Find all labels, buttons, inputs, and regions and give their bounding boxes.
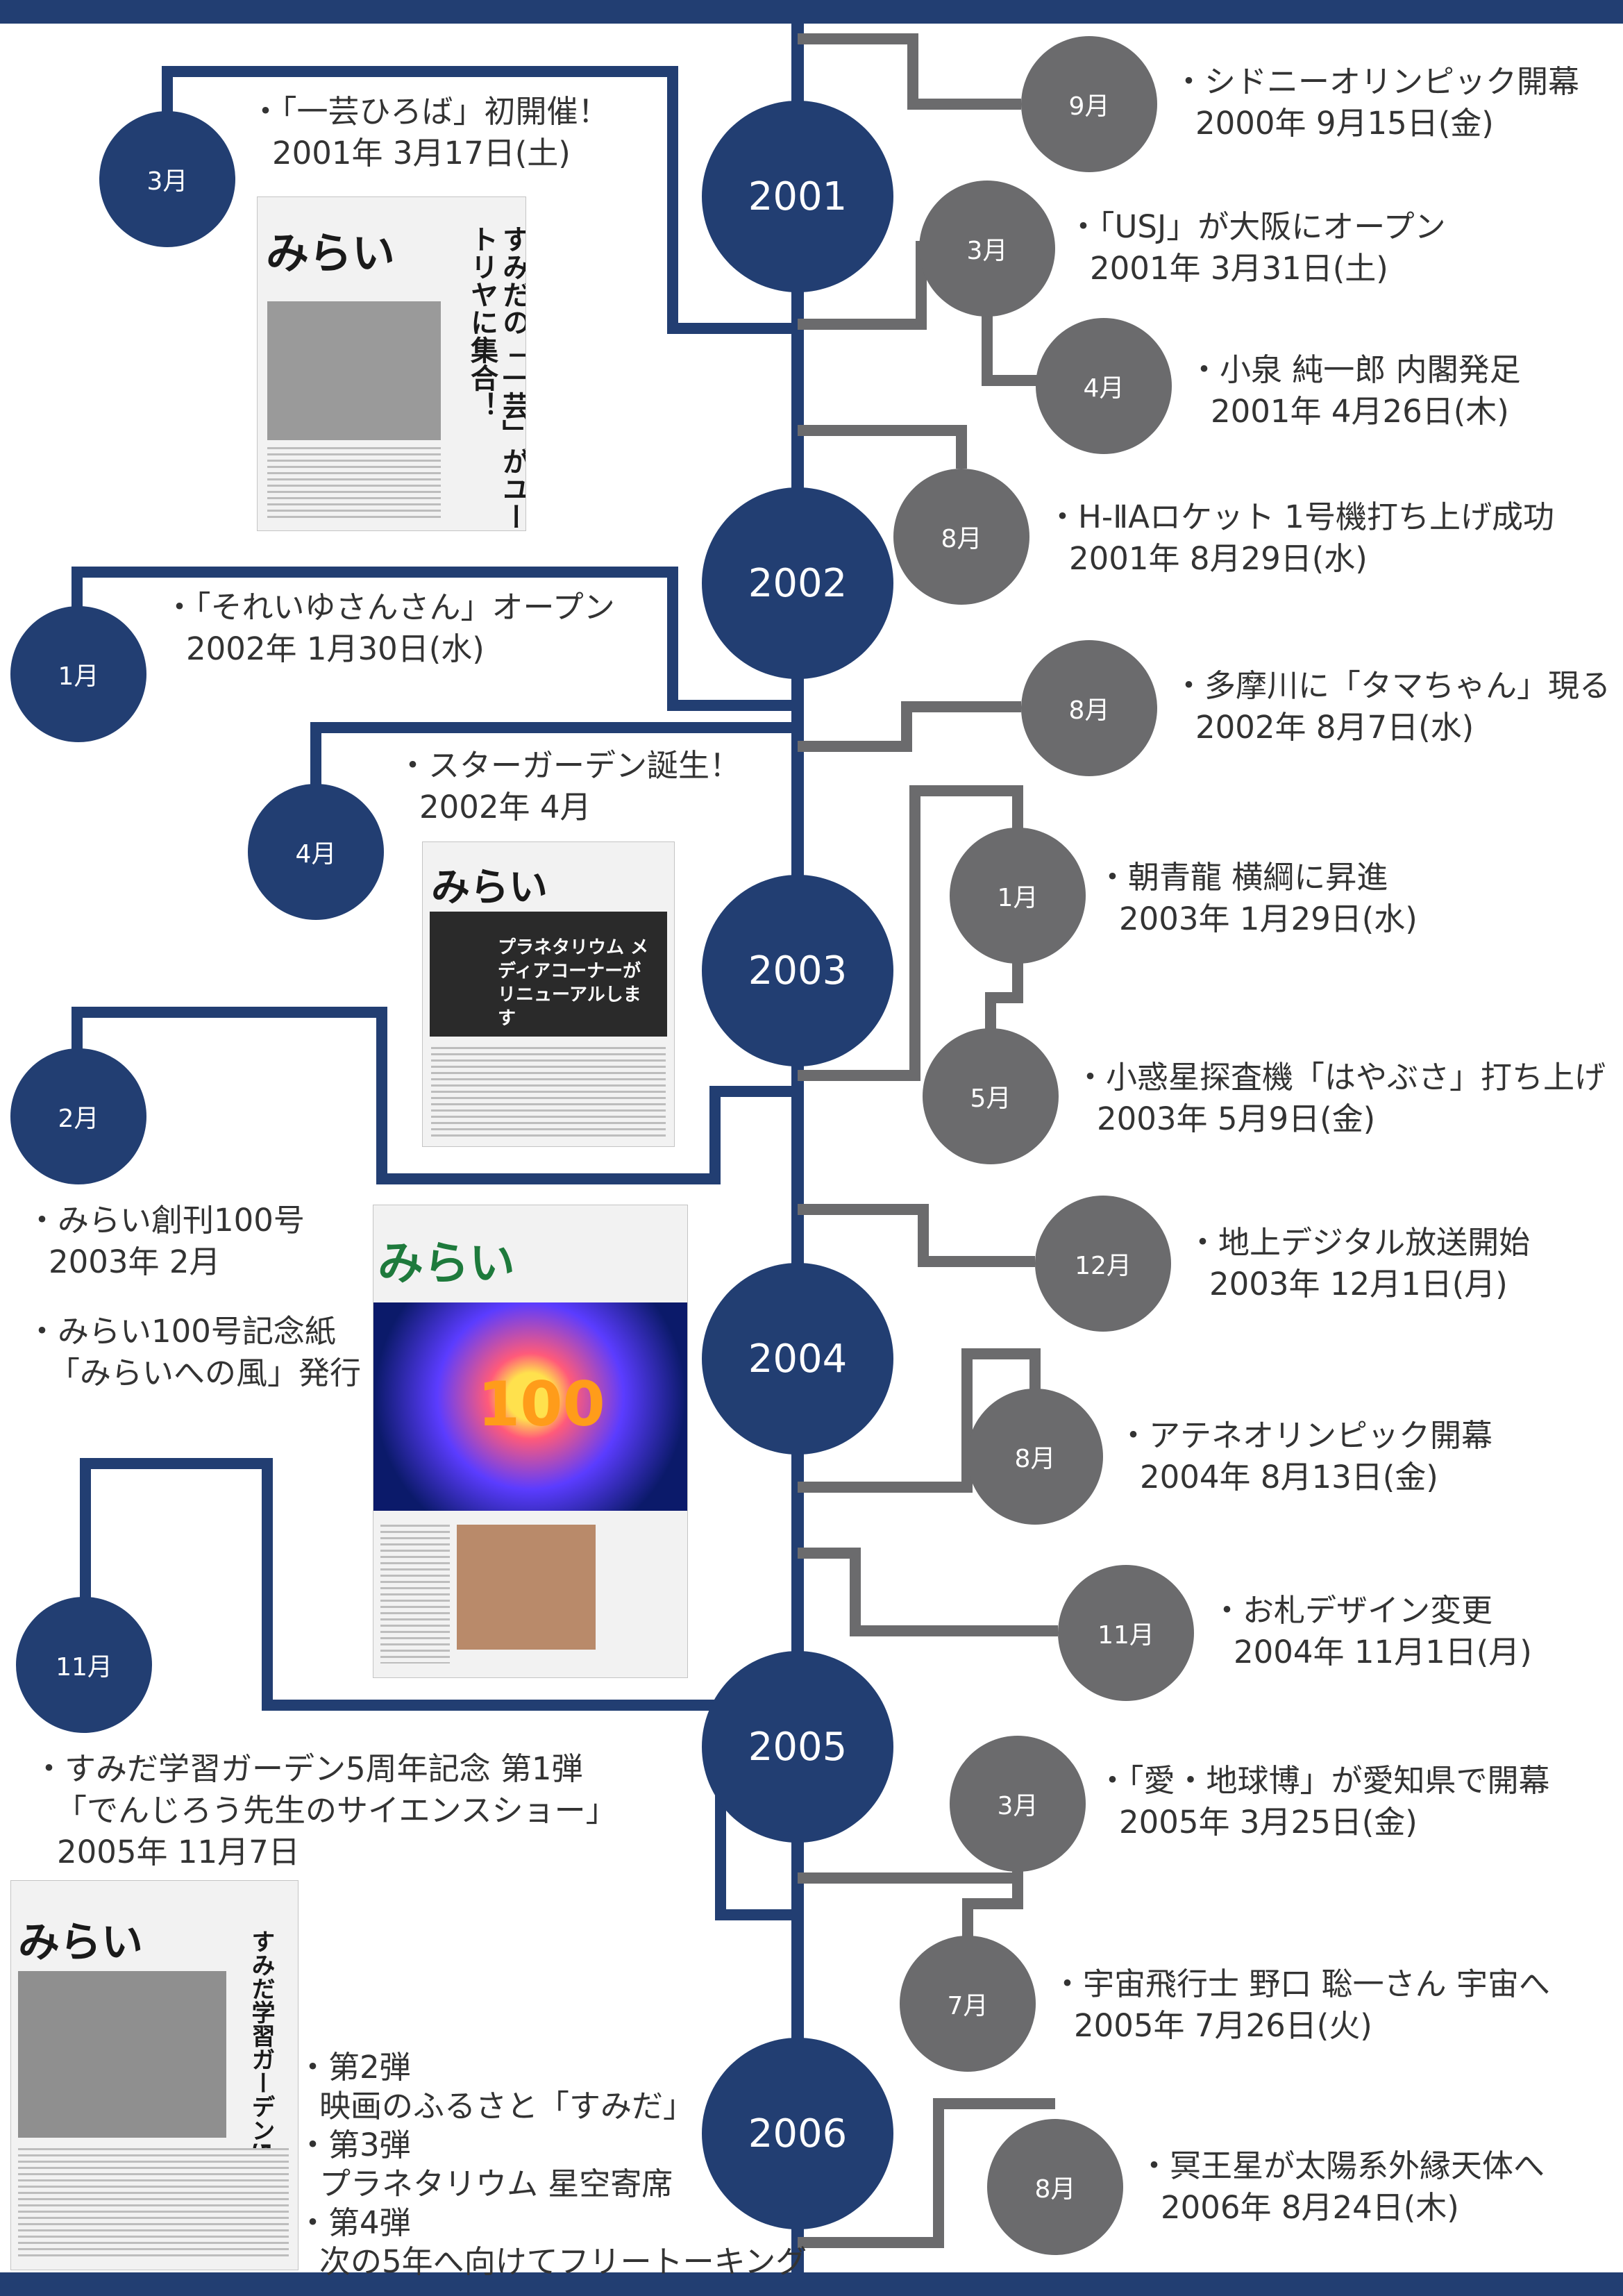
event-right-6: ・朝青龍 横綱に昇進 2003年 1月29日(水) (1097, 859, 1418, 937)
month-node-right-7: 5月 (923, 1028, 1059, 1164)
month-node-right-10: 11月 (1058, 1565, 1194, 1701)
event-right-11: ・「愛・地球博」が愛知県で開幕 2005年 3月25日(金) (1097, 1762, 1550, 1841)
newspaper-photo (267, 301, 441, 440)
event-left-2: ・「それいゆさんさん」オープン 2002年 1月30日(水) (164, 589, 615, 667)
month-node-left-1: 3月 (99, 111, 235, 247)
newspaper-clipping-3: みらい 100 (373, 1205, 688, 1678)
newspaper-clipping-1: みらい すみだの「一芸」がユートリヤに集合！ (257, 196, 526, 531)
newspaper-masthead: みらい (18, 1918, 143, 1967)
month-node-left-2: 1月 (10, 606, 146, 742)
event-right-4: ・H-ⅡAロケット 1号機打ち上げ成功 2001年 8月29日(水) (1047, 498, 1554, 577)
month-node-left-3: 4月 (248, 784, 384, 920)
event-right-12: ・宇宙飛行士 野口 聡一さん 宇宙へ 2005年 7月26日(火) (1052, 1966, 1550, 2044)
newspaper-clipping-4: みらい すみだ学習ガーデン5周年！ (10, 1880, 298, 2270)
event-left-4: ・みらい創刊100号 2003年 2月 ・みらい100号記念紙 「みらいへの風」… (26, 1202, 362, 1391)
newspaper-masthead: みらい (266, 228, 396, 278)
month-node-right-13: 8月 (987, 2119, 1123, 2255)
newspaper-masthead: みらい (378, 1237, 515, 1290)
event-right-2: ・「USJ」が大阪にオープン 2001年 3月31日(土) (1068, 208, 1446, 287)
event-right-7: ・小惑星探査機「はやぶさ」打ち上げ 2003年 5月9日(金) (1075, 1059, 1606, 1137)
newspaper-photo (18, 1971, 226, 2138)
month-node-right-4: 8月 (893, 469, 1029, 605)
year-node-2003: 2003 (702, 875, 893, 1066)
month-node-right-8: 12月 (1035, 1196, 1171, 1332)
newspaper-masthead: みらい (431, 865, 548, 910)
newspaper-headline: すみだの「一芸」がユートリヤに集合！ (466, 225, 526, 530)
newspaper-body-text (431, 1047, 666, 1137)
month-node-right-6: 1月 (950, 828, 1086, 964)
newspaper-body-text (18, 2148, 289, 2259)
event-right-3: ・小泉 純一郎 内閣発足 2001年 4月26日(木) (1188, 351, 1521, 430)
month-node-right-2: 3月 (919, 181, 1055, 317)
top-bar (0, 0, 1623, 24)
event-right-10: ・お札デザイン変更 2004年 11月1日(月) (1211, 1592, 1532, 1670)
year-node-2002: 2002 (702, 487, 893, 679)
newspaper-feature-box (430, 912, 667, 1037)
newspaper-clipping-2: みらい プラネタリウム メディアコーナーがリニューアルします (422, 841, 675, 1147)
month-node-left-5: 11月 (16, 1597, 152, 1733)
year-node-2001: 2001 (702, 101, 893, 292)
newspaper-body-text (267, 447, 441, 520)
newspaper-burst-graphic (373, 1302, 687, 1511)
year-node-2004: 2004 (702, 1263, 893, 1455)
event-left-1: ・「一芸ひろば」初開催！ 2001年 3月17日(土) (250, 93, 609, 171)
month-node-right-11: 3月 (950, 1736, 1086, 1872)
event-left-5: ・すみだ学習ガーデン5周年記念 第1弾 「でんじろう先生のサイエンスショー」 2… (33, 1750, 617, 1870)
year-node-2005: 2005 (702, 1651, 893, 1843)
month-node-right-3: 4月 (1036, 318, 1172, 454)
month-node-right-12: 7月 (900, 1936, 1036, 2072)
month-node-left-4: 2月 (10, 1048, 146, 1184)
newspaper-body-text (380, 1525, 450, 1664)
event-right-8: ・地上デジタル放送開始 2003年 12月1日(月) (1187, 1224, 1531, 1302)
event-right-5: ・多摩川に「タマちゃん」現る 2002年 8月7日(水) (1173, 667, 1611, 746)
newspaper-headline: プラネタリウム メディアコーナーがリニューアルします (498, 937, 649, 1029)
event-bottom-list: ・第2弾 映画のふるさと「すみだ」 ・第3弾 プラネタリウム 星空寄席 ・第4弾… (297, 2049, 807, 2280)
newspaper-photo (457, 1525, 596, 1650)
event-right-9: ・アテネオリンピック開幕 2004年 8月13日(金) (1118, 1417, 1493, 1495)
event-right-1: ・シドニーオリンピック開幕 2000年 9月15日(金) (1173, 63, 1580, 142)
newspaper-headline: 100 (478, 1368, 605, 1440)
year-node-2006: 2006 (702, 2038, 893, 2229)
event-left-3: ・スターガーデン誕生！ 2002年 4月 (397, 747, 741, 826)
month-node-right-5: 8月 (1021, 640, 1157, 776)
month-node-right-1: 9月 (1021, 36, 1157, 172)
event-right-13: ・冥王星が太陽系外縁天体へ 2006年 8月24日(木) (1138, 2147, 1545, 2226)
month-node-right-9: 8月 (967, 1389, 1103, 1525)
bottom-bar (0, 2272, 1623, 2296)
